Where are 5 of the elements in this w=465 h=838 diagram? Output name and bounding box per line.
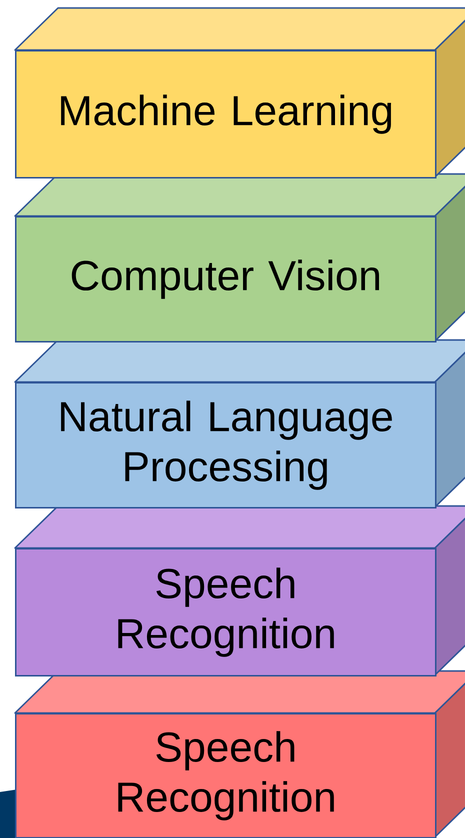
cuboid-block: Speech Recognition [14,670,465,838]
cuboid-block: Speech Recognition [14,505,465,676]
cuboid-block: Natural Language Processing [14,339,465,508]
cuboid-block: Computer Vision [14,173,465,342]
cuboid-block: Machine Learning [14,7,465,178]
